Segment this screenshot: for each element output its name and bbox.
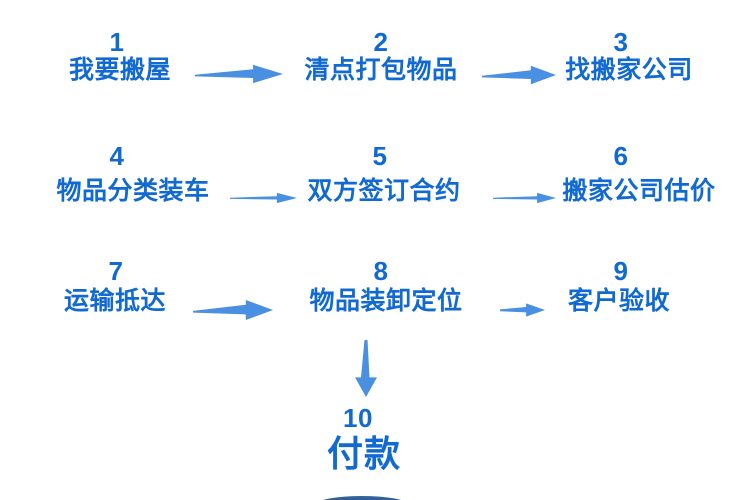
step-10-number: 10: [343, 403, 373, 433]
step-2-number: 2: [373, 27, 389, 57]
step-3-number: 3: [613, 27, 629, 57]
step-8-number: 8: [373, 256, 389, 286]
step-6-label: 搬家公司估价: [562, 177, 716, 205]
arrow-step4-step5: [230, 192, 297, 204]
step-1-label: 我要搬屋: [68, 56, 172, 84]
step-6-number: 6: [613, 141, 629, 171]
step-7-number: 7: [108, 256, 124, 286]
cropped-bottom-graphic: [317, 496, 407, 500]
arrow-step2-step3: [482, 65, 556, 85]
step-4-number: 4: [109, 141, 125, 171]
step-7-label: 运输抵达: [63, 287, 167, 315]
step-2-label: 清点打包物品: [304, 56, 458, 84]
arrow-step5-step6: [493, 192, 556, 204]
step-4-label: 物品分类装车: [56, 177, 210, 205]
step-9-label: 客户验收: [567, 287, 671, 315]
step-5-label: 双方签订合约: [307, 177, 461, 205]
step-3-label: 找搬家公司: [565, 56, 693, 84]
arrow-step1-step2: [195, 64, 283, 84]
step-8-label: 物品装卸定位: [309, 287, 463, 315]
step-9-number: 9: [613, 256, 629, 286]
step-1-number: 1: [109, 27, 125, 57]
step-10-label: 付款: [326, 433, 402, 474]
arrow-step8-step9: [500, 303, 545, 317]
step-5-number: 5: [372, 141, 388, 171]
arrow-step7-step8: [193, 300, 273, 320]
down-arrow-step8-step10: [355, 340, 377, 397]
